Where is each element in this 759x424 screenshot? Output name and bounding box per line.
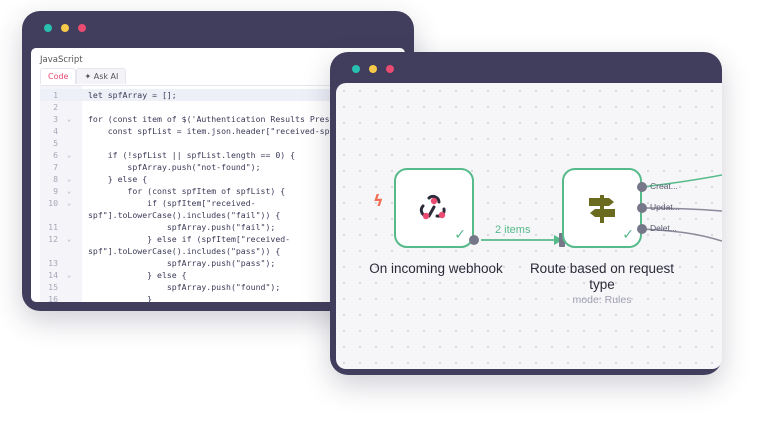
workflow-window: ϟ ✓ On incoming webhook 2 items xyxy=(330,52,722,375)
webhook-node[interactable]: ✓ xyxy=(394,168,474,248)
code-text: spfArray.push("pass"); xyxy=(88,258,276,268)
switch-node-title: Route based on request type xyxy=(517,261,687,293)
switch-node[interactable]: ✓ xyxy=(562,168,642,248)
line-number: 14 xyxy=(48,270,58,280)
output-label-create: Creat... xyxy=(650,181,678,191)
code-text: } else { xyxy=(88,270,187,280)
editor-tabs: Code ✦ Ask AI xyxy=(40,68,127,84)
line-number: 6 xyxy=(53,150,58,160)
code-line[interactable]: 10 ⌄ if (spfItem["received- xyxy=(40,197,405,209)
line-number-gutter xyxy=(40,86,82,302)
lightning-icon: ϟ xyxy=(373,191,384,210)
webhook-node-title: On incoming webhook xyxy=(369,261,503,276)
switch-node-title-line2: type xyxy=(589,277,615,292)
code-line[interactable]: 9 ⌄ for (const spfItem of spfList) { xyxy=(40,185,405,197)
code-text: if (spfItem["received- xyxy=(88,198,256,208)
webhook-icon xyxy=(419,194,446,220)
line-number: 7 xyxy=(53,162,58,172)
switch-node-mode: mode: Rules xyxy=(572,294,632,306)
connection-arrowhead xyxy=(554,235,563,245)
output-connection-create xyxy=(641,174,722,188)
code-text: spfArray.push("not-found"); xyxy=(88,162,261,172)
switch-output-handle-3[interactable] xyxy=(637,224,647,234)
code-line[interactable]: 2 xyxy=(40,101,405,113)
line-number: 5 xyxy=(53,138,58,148)
code-line[interactable]: 6 ⌄ if (!spfList || spfList.length == 0) … xyxy=(40,149,405,161)
code-line[interactable]: spf"].toLowerCase().includes("pass")) { xyxy=(40,245,405,257)
line-number: 1 xyxy=(53,90,58,100)
line-number: 11 xyxy=(48,222,58,232)
line-number: 13 xyxy=(48,258,58,268)
window-dot-teal xyxy=(44,24,52,32)
line-number: 8 xyxy=(53,174,58,184)
code-line[interactable]: 3 ⌄ for (const item of $('Authentication R… xyxy=(40,113,405,125)
code-text: spfArray.push("fail"); xyxy=(88,222,276,232)
code-text: } else { xyxy=(88,174,148,184)
window-controls xyxy=(44,24,86,32)
switch-node-title-line1: Route based on request xyxy=(529,261,675,276)
window-controls xyxy=(352,65,394,73)
line-number: 16 xyxy=(48,294,58,302)
code-line[interactable]: 16 } xyxy=(40,293,405,302)
switch-output-handle-2[interactable] xyxy=(637,203,647,213)
code-line[interactable]: spf"].toLowerCase().includes("fail")) { xyxy=(40,209,405,221)
code-line[interactable]: 1 let spfArray = []; xyxy=(40,89,405,101)
line-number: 15 xyxy=(48,282,58,292)
line-number: 4 xyxy=(53,126,58,136)
webhook-output-handle[interactable] xyxy=(469,235,479,245)
code-line[interactable]: 12 ⌄ } else if (spfItem["received- xyxy=(40,233,405,245)
connections-layer xyxy=(481,174,722,245)
code-text: for (const item of $('Authentication Res… xyxy=(88,114,330,124)
fold-chevron-icon[interactable]: ⌄ xyxy=(67,187,72,195)
output-connection-update xyxy=(641,207,722,212)
fold-chevron-icon[interactable]: ⌄ xyxy=(67,151,72,159)
code-text: spf"].toLowerCase().includes("fail")) { xyxy=(88,210,281,220)
output-label-delete: Delet... xyxy=(650,223,677,233)
code-text: for (const spfItem of spfList) { xyxy=(88,186,286,196)
language-label: JavaScript xyxy=(40,55,83,65)
code-line[interactable]: 5 xyxy=(40,137,405,149)
code-line[interactable]: 14 ⌄ } else { xyxy=(40,269,405,281)
success-check-icon: ✓ xyxy=(454,227,466,243)
code-line[interactable]: 8 ⌄ } else { xyxy=(40,173,405,185)
window-dot-yellow xyxy=(369,65,377,73)
window-dot-pink xyxy=(78,24,86,32)
code-text: const spfList = item.json.header["receiv… xyxy=(88,126,330,136)
code-text: } else if (spfItem["received- xyxy=(88,234,291,244)
code-text: if (!spfList || spfList.length == 0) { xyxy=(88,150,296,160)
code-line[interactable]: 15 spfArray.push("found"); xyxy=(40,281,405,293)
window-dot-pink xyxy=(386,65,394,73)
line-number: 9 xyxy=(53,186,58,196)
output-connection-delete xyxy=(641,228,722,242)
signpost-icon xyxy=(589,195,615,223)
fold-chevron-icon[interactable]: ⌄ xyxy=(67,199,72,207)
code-line[interactable]: 7 spfArray.push("not-found"); xyxy=(40,161,405,173)
workflow-canvas[interactable]: ϟ ✓ On incoming webhook 2 items xyxy=(336,83,722,369)
window-dot-yellow xyxy=(61,24,69,32)
code-line[interactable]: 13 spfArray.push("pass"); xyxy=(40,257,405,269)
output-label-update: Updat... xyxy=(650,202,680,212)
code-text: } xyxy=(88,294,153,302)
line-number: 3 xyxy=(53,114,58,124)
code-text: spfArray.push("found"); xyxy=(88,282,281,292)
code-line[interactable]: 4 const spfList = item.json.header["rece… xyxy=(40,125,405,137)
tab-ask-ai[interactable]: ✦ Ask AI xyxy=(76,68,127,84)
success-check-icon: ✓ xyxy=(622,227,634,243)
fold-chevron-icon[interactable]: ⌄ xyxy=(67,175,72,183)
line-number: 10 xyxy=(48,198,58,208)
code-text: spf"].toLowerCase().includes("pass")) { xyxy=(88,246,281,256)
tab-code[interactable]: Code xyxy=(40,68,77,84)
connection-items-label: 2 items xyxy=(495,224,531,236)
fold-chevron-icon[interactable]: ⌄ xyxy=(67,115,72,123)
line-number: 2 xyxy=(53,102,58,112)
code-text: let spfArray = []; xyxy=(88,90,177,100)
switch-output-handle-1[interactable] xyxy=(637,182,647,192)
window-dot-teal xyxy=(352,65,360,73)
fold-chevron-icon[interactable]: ⌄ xyxy=(67,271,72,279)
fold-chevron-icon[interactable]: ⌄ xyxy=(67,235,72,243)
code-line[interactable]: 11 spfArray.push("fail"); xyxy=(40,221,405,233)
line-number: 12 xyxy=(48,234,58,244)
